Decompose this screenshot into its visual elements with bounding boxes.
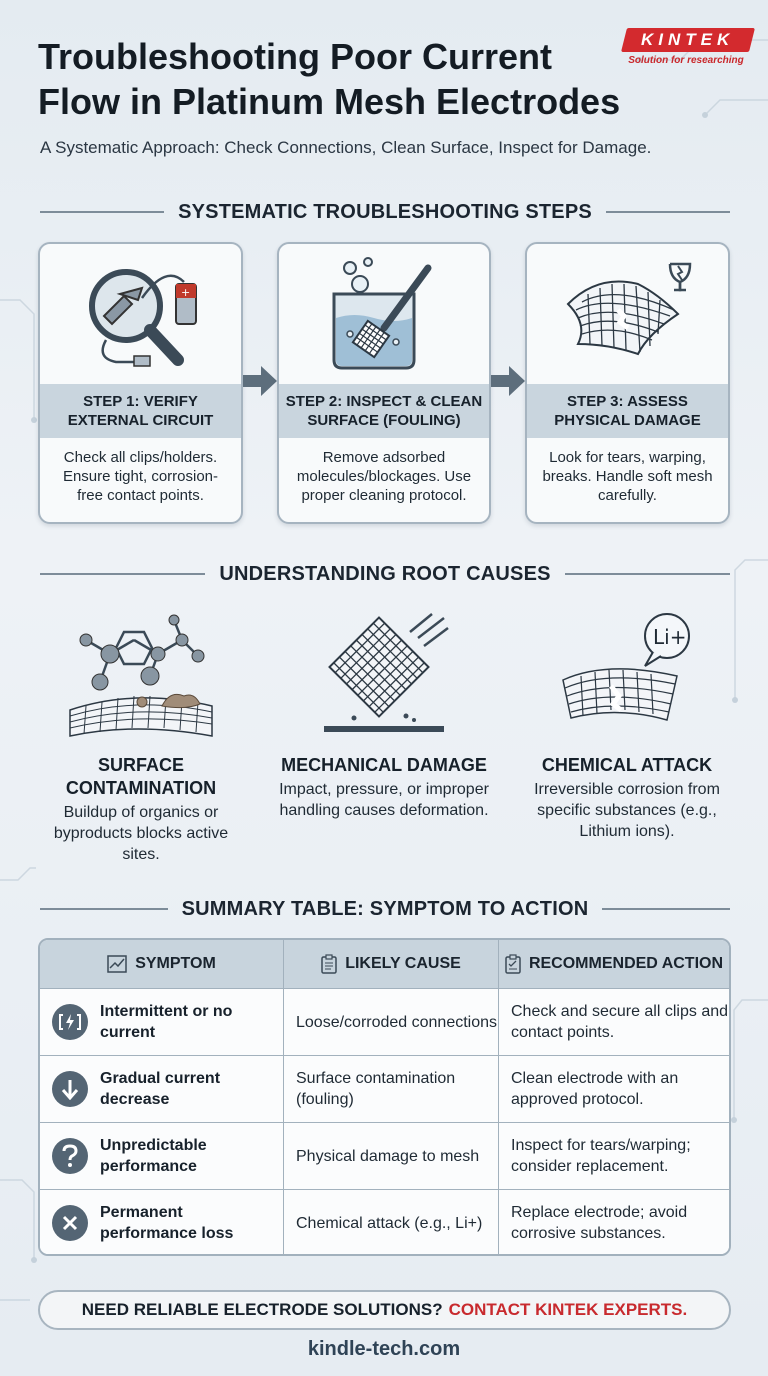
column-header-label: RECOMMENDED ACTION [528,955,724,972]
cause-title: MECHANICAL DAMAGE [281,755,487,775]
page-title: Troubleshooting Poor Current Flow in Pla… [38,36,621,122]
logo-text: KINTEK [641,30,735,49]
symptom-cell: Gradual current decrease [40,1056,284,1122]
step-title: STEP 2: INSPECT & CLEAN SURFACE (FOULING… [279,384,489,438]
symptom-text: Permanent performance loss [100,1204,234,1242]
contact-cta-button[interactable]: NEED RELIABLE ELECTRODE SOLUTIONS? CONTA… [38,1290,731,1330]
chart-line-icon [107,955,127,973]
cause-cell: Surface contamination (fouling) [284,1056,499,1122]
section-title: SYSTEMATIC TROUBLESHOOTING STEPS [178,200,592,223]
arrow-right-icon [491,366,525,396]
table-header-row: SYMPTOM LIKELY CAUSE RECOMMENDED [40,940,729,988]
step-card-3: STEP 3: ASSESS PHYSICAL DAMAGE Look for … [525,242,730,524]
lithium-ion-label: Li+ [653,625,686,649]
action-cell: Check and secure all clips and contact p… [511,1003,729,1041]
step-title: STEP 3: ASSESS PHYSICAL DAMAGE [527,384,728,438]
damaged-mesh-icon [527,244,728,384]
table-row: Unpredictable performance Physical damag… [40,1122,729,1189]
divider [40,908,168,910]
cause-description: Impact, pressure, or improper handling c… [279,781,489,819]
step-card-1: + STEP 1: VERIFY EXTERNAL CIRCUIT Check … [38,242,243,524]
cta-lead-text: NEED RELIABLE ELECTRODE SOLUTIONS? [81,1300,443,1319]
cta-highlight-text: CONTACT KINTEK EXPERTS. [448,1300,688,1319]
divider [40,211,165,213]
symptom-text: Intermittent or no current [100,1003,233,1041]
x-icon [52,1205,88,1241]
page-subtitle: A Systematic Approach: Check Connections… [40,138,652,157]
divider [605,211,730,213]
impact-mesh-icon [279,600,489,740]
step-description: Check all clips/holders. Ensure tight, c… [62,449,219,504]
symptom-text: Unpredictable performance [100,1137,207,1175]
clipboard-icon [321,954,337,974]
arrow-right-icon [243,366,277,396]
step-card-2: STEP 2: INSPECT & CLEAN SURFACE (FOULING… [277,242,491,524]
step-description: Look for tears, warping, breaks. Handle … [542,449,713,504]
kintek-logo[interactable]: KINTEK Solution for researching [620,28,755,72]
table-section-heading: SUMMARY TABLE: SYMPTOM TO ACTION [40,895,730,923]
cause-surface-contamination: SURFACE CONTAMINATION Buildup of organic… [36,600,246,865]
svg-text:+: + [181,286,190,299]
magnifier-clip-icon: + [40,244,241,384]
column-header-label: LIKELY CAUSE [345,955,461,972]
cause-chemical-attack: Li+ CHEMICAL ATTACK Irreversible corrosi… [522,600,732,842]
table-row: Permanent performance loss Chemical atta… [40,1189,729,1254]
cause-description: Buildup of organics or byproducts blocks… [53,804,229,863]
website-link[interactable]: kindle-tech.com [307,1338,461,1360]
table-row: Gradual current decrease Surface contami… [40,1055,729,1122]
lithium-corrosion-icon: Li+ [522,600,732,740]
table-row: Intermittent or no current Loose/corrode… [40,988,729,1055]
cause-cell: Physical damage to mesh [284,1123,499,1189]
down-arrow-icon [52,1071,88,1107]
causes-section-heading: UNDERSTANDING ROOT CAUSES [40,560,730,588]
beaker-cleaning-icon [279,244,489,384]
symptom-text: Gradual current decrease [100,1070,221,1108]
column-header-action: RECOMMENDED ACTION [499,940,729,988]
step-title: STEP 1: VERIFY EXTERNAL CIRCUIT [40,384,241,438]
summary-table: SYMPTOM LIKELY CAUSE RECOMMENDED [38,938,731,1256]
question-icon [52,1138,88,1174]
cause-cell: Chemical attack (e.g., Li+) [284,1190,499,1254]
step-description: Remove adsorbed molecules/blockages. Use… [296,449,472,504]
divider [602,908,730,910]
cause-mechanical-damage: MECHANICAL DAMAGE Impact, pressure, or i… [279,600,489,821]
section-title: SUMMARY TABLE: SYMPTOM TO ACTION [181,897,589,920]
action-cell: Clean electrode with an approved protoco… [511,1070,679,1108]
cause-description: Irreversible corrosion from specific sub… [534,781,720,840]
cause-title: SURFACE CONTAMINATION [65,755,217,798]
steps-section-heading: SYSTEMATIC TROUBLESHOOTING STEPS [40,198,730,226]
logo-tagline: Solution for researching [628,55,744,66]
column-header-label: SYMPTOM [135,955,216,972]
symptom-cell: Intermittent or no current [40,989,284,1055]
checklist-icon [505,954,521,974]
divider [564,573,730,575]
cause-title: CHEMICAL ATTACK [541,755,713,775]
symptom-cell: Unpredictable performance [40,1123,284,1189]
logo-badge: KINTEK [621,28,755,52]
divider [40,573,206,575]
lightning-bracket-icon [52,1004,88,1040]
symptom-cell: Permanent performance loss [40,1190,284,1254]
action-cell: Replace electrode; avoid corrosive subst… [511,1204,688,1242]
column-header-symptom: SYMPTOM [40,940,284,988]
column-header-cause: LIKELY CAUSE [284,940,499,988]
molecule-contamination-icon [36,600,246,740]
section-title: UNDERSTANDING ROOT CAUSES [219,562,551,585]
action-cell: Inspect for tears/warping; consider repl… [511,1137,691,1175]
cause-cell: Loose/corroded connections [284,989,499,1055]
